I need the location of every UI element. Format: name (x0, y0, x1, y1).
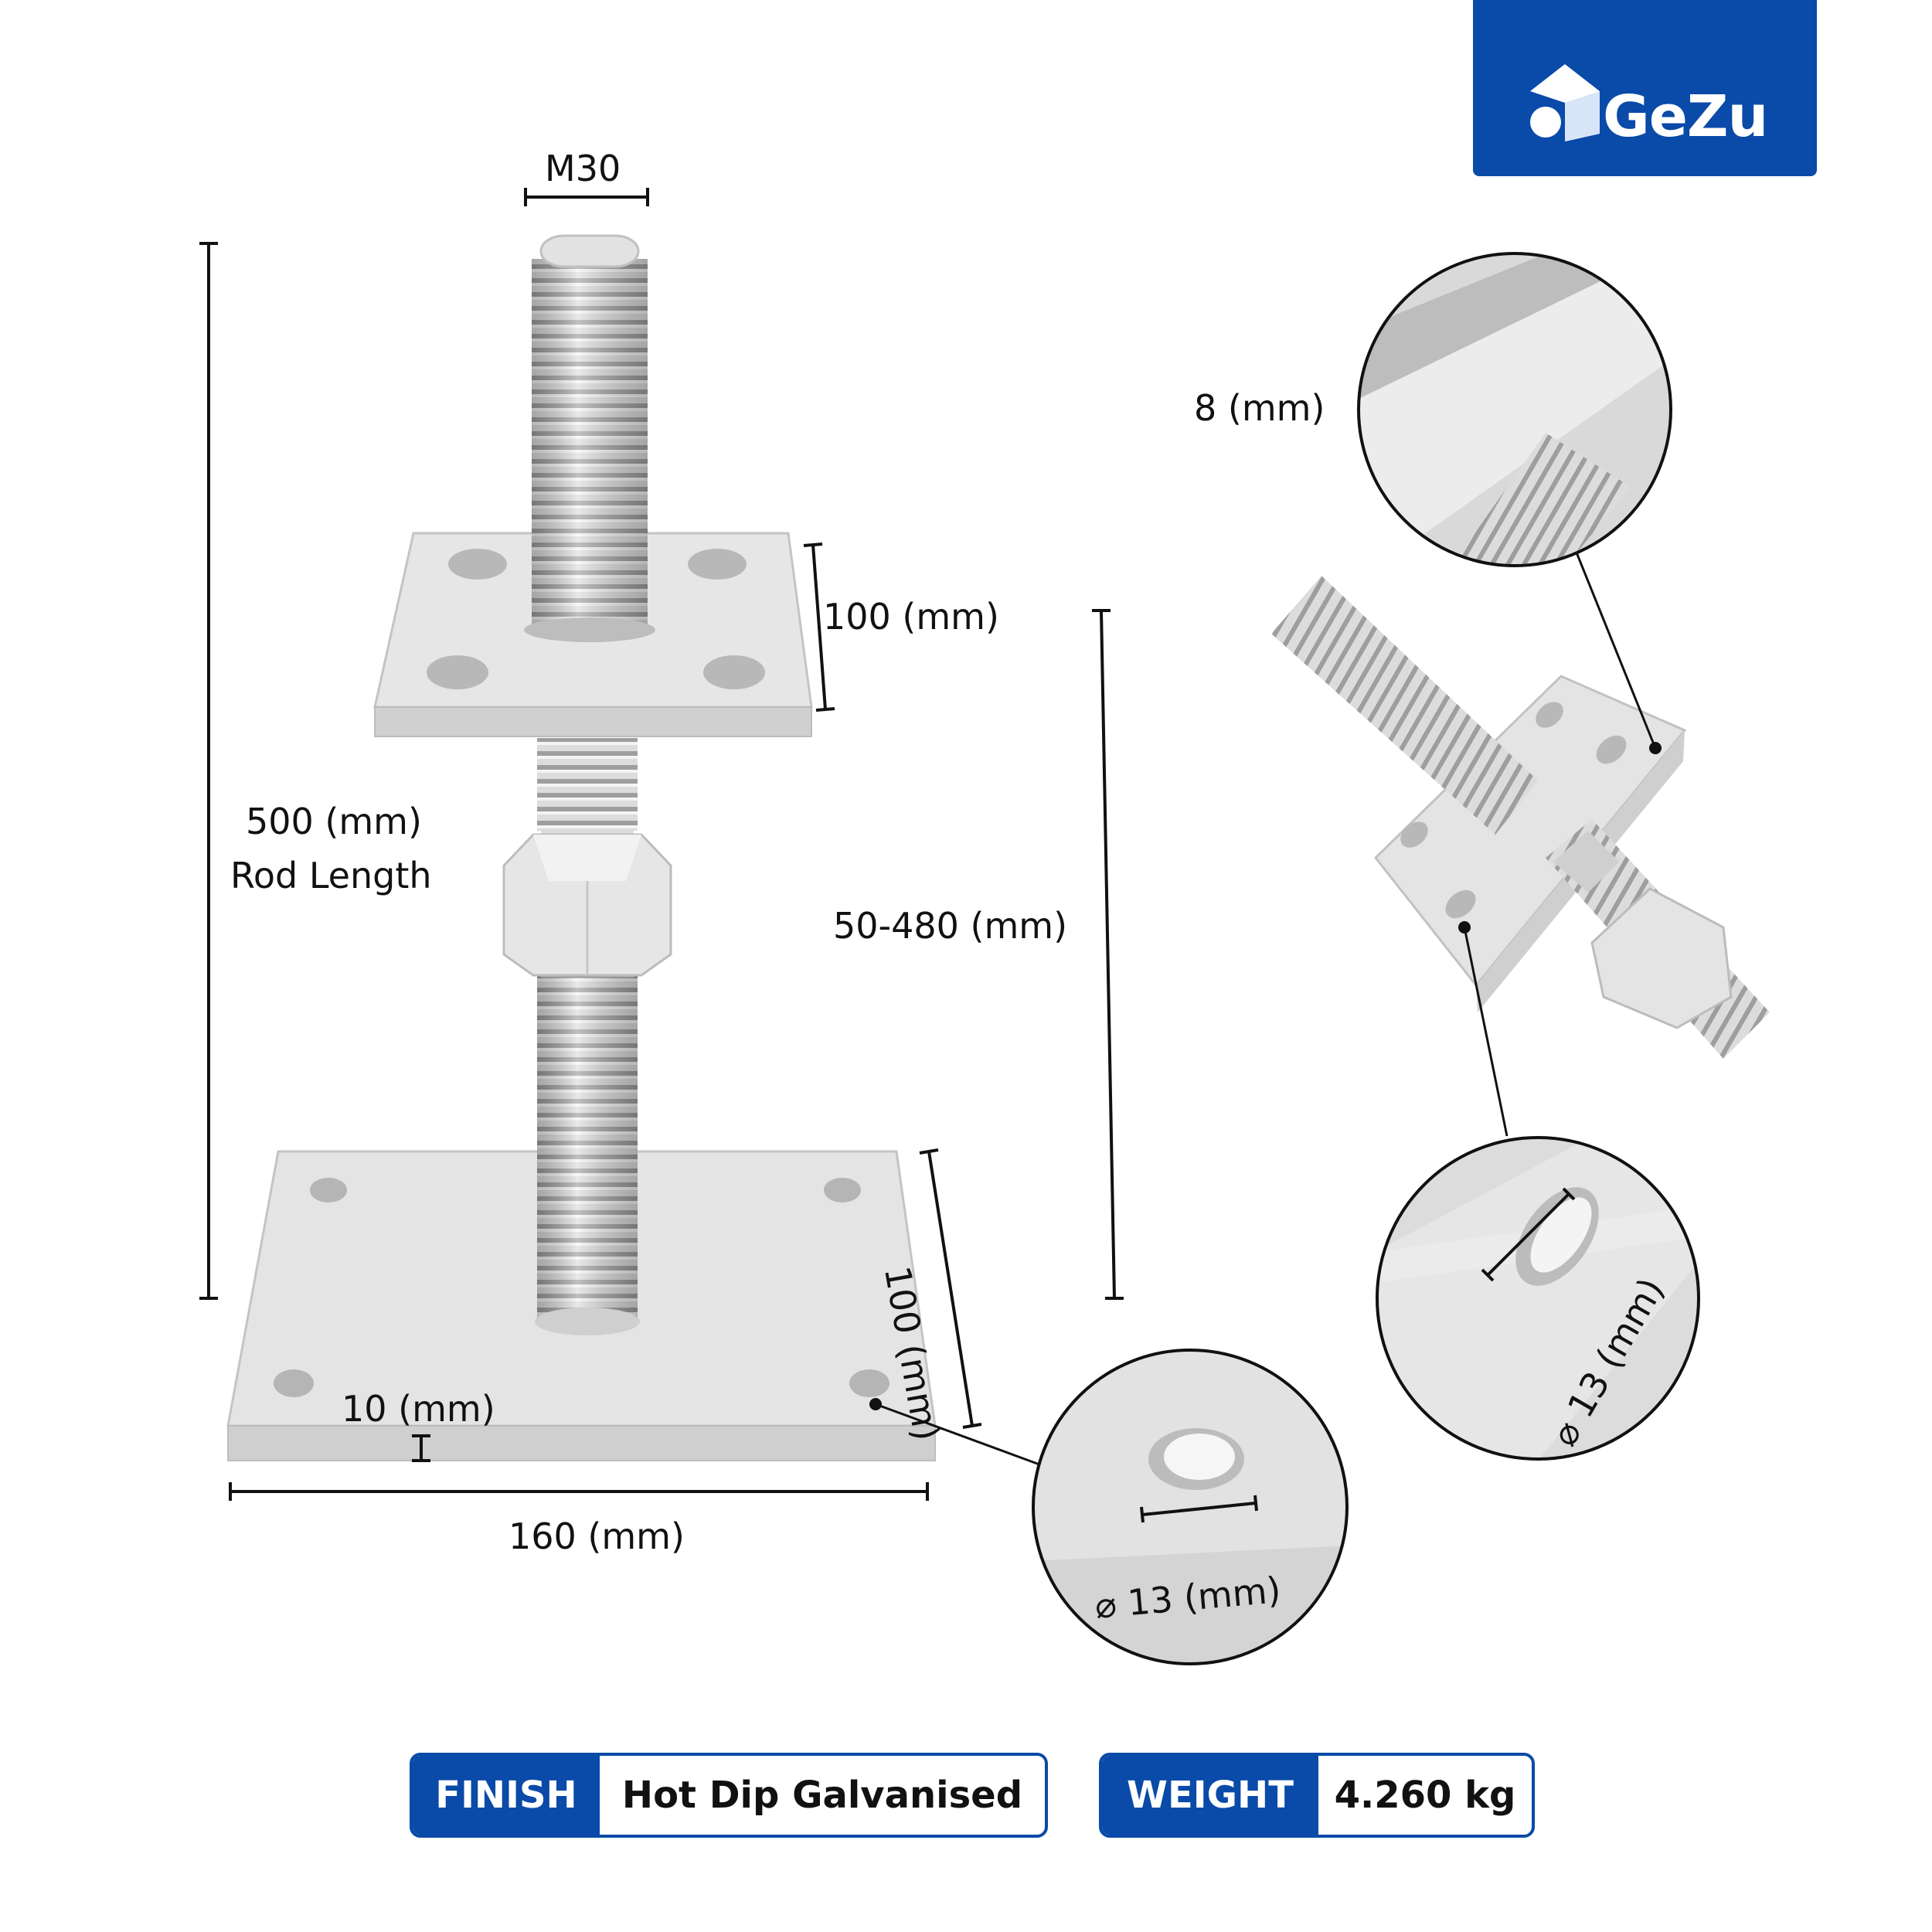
label-top-plate-size: 100 (mm) (823, 596, 999, 638)
callout-lines (875, 552, 1657, 1466)
dimension-lines (199, 188, 1124, 1501)
spec-finish: FINISH Hot Dip Galvanised (410, 1753, 1048, 1838)
spec-weight-key: WEIGHT (1102, 1756, 1318, 1835)
detail-hole-right (1376, 1136, 1700, 1461)
label-base-thickness: 10 (mm) (342, 1388, 495, 1430)
spec-weight: WEIGHT 4.260 kg (1099, 1753, 1535, 1838)
label-thread: M30 (545, 148, 621, 189)
lower-rod (535, 966, 640, 1335)
middle-rod (537, 738, 638, 831)
top-rod (524, 234, 655, 642)
brand-logo: GeZu (1473, 0, 1817, 176)
label-rod-length-value: 500 (mm) (246, 801, 422, 842)
angled-product (1271, 576, 1770, 1059)
detail-plate-thickness (1357, 252, 1672, 567)
spec-weight-value: 4.260 kg (1334, 1774, 1516, 1817)
detail-hole-bottom (1032, 1349, 1349, 1665)
spec-finish-key: FINISH (413, 1756, 600, 1835)
hex-nut (502, 823, 672, 978)
label-plate-thickness-detail: 8 (mm) (1194, 387, 1325, 429)
spec-finish-value: Hot Dip Galvanised (621, 1774, 1023, 1817)
label-adjust-range: 50-480 (mm) (833, 905, 1068, 947)
house-logo-icon (1530, 64, 1600, 141)
brand-name: GeZu (1603, 83, 1768, 150)
label-base-width: 160 (mm) (509, 1515, 685, 1557)
label-rod-length-text: Rod Length (230, 855, 432, 896)
